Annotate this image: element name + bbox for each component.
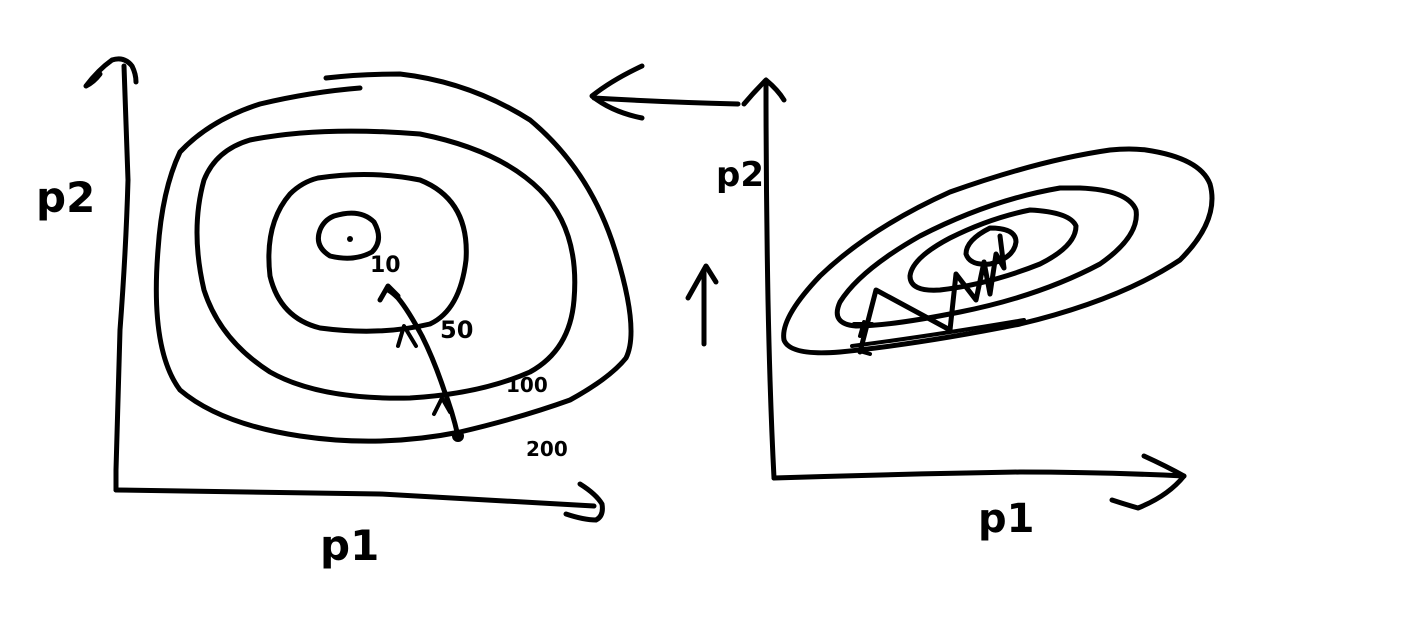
path-arrowhead-mid: [396, 324, 418, 348]
right-contour-3: [907, 207, 1079, 293]
left-x-axis-label: p1: [320, 521, 379, 570]
right-y-axis-arrowhead: [741, 77, 787, 107]
left-arrow: [591, 95, 741, 107]
path-arrowhead-top: [377, 283, 401, 303]
right-contour-4: [963, 225, 1019, 267]
zigzag-tail: [850, 318, 1026, 356]
gradient-descent-path-arrow: [377, 283, 464, 442]
left-arrow-head: [589, 63, 645, 121]
right-contours: [781, 146, 1215, 356]
up-arrow-head: [685, 263, 719, 301]
right-contour-outer: [781, 146, 1215, 356]
zigzag-descent-path: [850, 233, 1026, 356]
right-y-axis-label: p2: [716, 155, 764, 195]
left-x-axis-arrowhead: [563, 481, 605, 523]
left-panel: 10 50 100 200 p1 p2: [36, 56, 634, 570]
left-contour-outer: [153, 71, 634, 444]
zigzag-line: [857, 233, 1007, 355]
left-axes: [83, 56, 605, 523]
right-x-axis-arrowhead: [1109, 453, 1187, 511]
left-contour-label-100: 100: [506, 373, 548, 397]
left-contour-10: [315, 210, 381, 261]
right-x-axis: [771, 469, 1187, 481]
left-contours: [153, 71, 634, 444]
right-panel: p1 p2: [716, 77, 1215, 542]
right-x-axis-label: p1: [978, 496, 1034, 542]
left-contour-200: [194, 128, 578, 401]
left-contour-label-200: 200: [526, 437, 568, 461]
left-center-dot: [347, 236, 353, 242]
right-y-axis: [763, 79, 777, 481]
left-y-axis: [113, 63, 131, 493]
right-axes: [741, 77, 1187, 511]
left-contour-label-50: 50: [440, 316, 473, 344]
left-y-axis-label: p2: [36, 173, 95, 222]
left-x-axis: [113, 487, 597, 509]
left-y-axis-arrowhead: [83, 56, 139, 89]
center-annotations: [589, 63, 741, 347]
left-contour-label-10: 10: [370, 253, 401, 278]
path-arrowhead-low: [432, 396, 452, 416]
left-contour-100: [266, 171, 469, 334]
